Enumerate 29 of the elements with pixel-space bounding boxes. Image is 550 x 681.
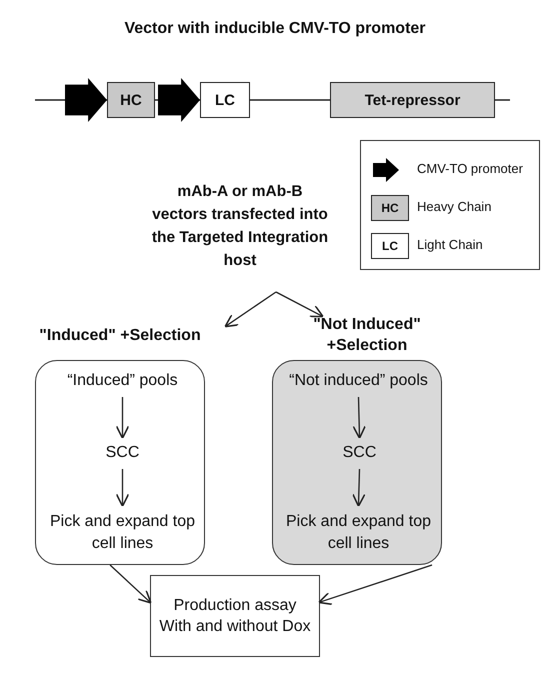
legend-label: Light Chain xyxy=(417,237,483,252)
step-text: Pick and expand top cell lines xyxy=(40,508,205,558)
legend-swatch: LC xyxy=(371,233,409,259)
process-box: Production assay With and without Dox xyxy=(150,575,320,657)
arrow xyxy=(318,564,432,606)
group-heading: "Induced" +Selection xyxy=(38,326,202,346)
title: Vector with inducible CMV-TO promoter xyxy=(123,19,427,39)
legend-label: CMV-TO promoter xyxy=(417,161,523,176)
arrow xyxy=(116,469,130,507)
promoter-arrow-icon xyxy=(158,78,200,122)
group-heading: "Not Induced" +Selection xyxy=(312,315,422,356)
step-text: “Induced” pools xyxy=(40,368,205,394)
gene-box: LC xyxy=(200,82,250,118)
arrow xyxy=(110,564,152,604)
gene-box: HC xyxy=(107,82,155,118)
arrow xyxy=(116,397,130,439)
arrow xyxy=(224,291,276,328)
step-text: “Not induced” pools xyxy=(275,368,442,394)
promoter-arrow-icon xyxy=(65,78,107,122)
step-text: mAb-A or mAb-B vectors transfected into the Targeted Integration host xyxy=(150,178,330,273)
step-text: SCC xyxy=(297,440,422,466)
arrow xyxy=(276,291,324,318)
gene-box: Tet-repressor xyxy=(330,82,495,118)
arrow xyxy=(352,468,366,507)
step-text: Pick and expand top cell lines xyxy=(275,508,442,558)
arrow xyxy=(352,396,366,439)
legend-label: Heavy Chain xyxy=(417,199,492,214)
step-text: SCC xyxy=(60,440,185,466)
legend-swatch: HC xyxy=(371,195,409,221)
